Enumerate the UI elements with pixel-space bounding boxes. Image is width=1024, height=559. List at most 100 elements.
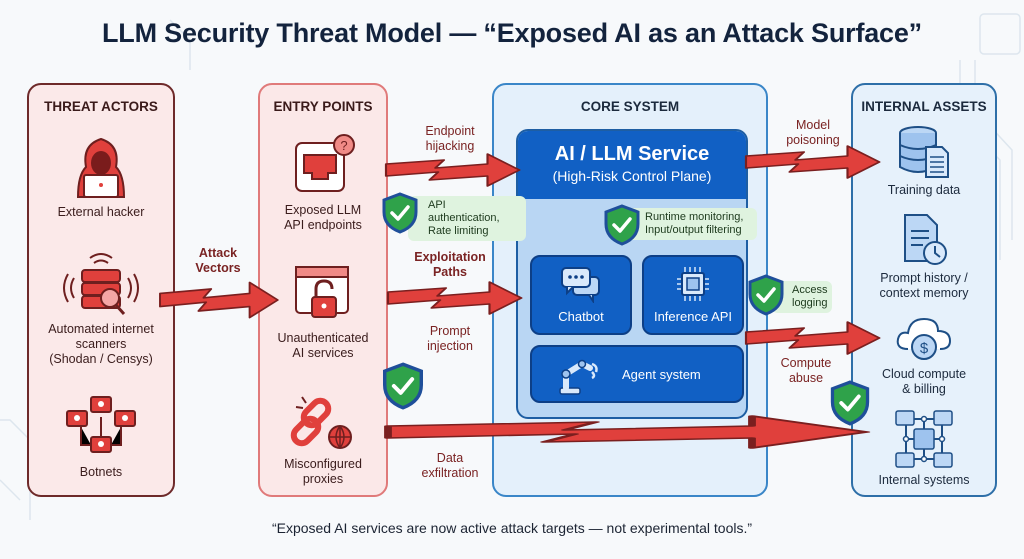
- botnet-icon: [66, 396, 136, 453]
- label-line: injection: [427, 339, 473, 353]
- entry-point-label: Unauthenticated AI services: [260, 331, 386, 361]
- threat-actor-label: External hacker: [57, 205, 145, 219]
- asset-internal-systems: Internal systems: [853, 409, 995, 488]
- component-inference-api[interactable]: Inference API: [642, 255, 744, 335]
- label-line: Exposed LLM: [284, 203, 362, 217]
- label-compute-abuse: Compute abuse: [766, 356, 846, 386]
- label-line: proxies: [302, 472, 344, 486]
- internal-assets-heading: INTERNAL ASSETS: [861, 99, 987, 114]
- component-label: Inference API: [653, 309, 733, 324]
- label-line: poisoning: [786, 133, 840, 147]
- label-line: Prompt history /: [880, 271, 968, 285]
- label-line: & billing: [902, 382, 946, 396]
- label-line: Model: [795, 118, 831, 132]
- hooded-hacker-icon: [76, 137, 126, 198]
- label-line: Unauthenticated: [277, 331, 369, 345]
- label-model-poisoning: Model poisoning: [770, 118, 856, 148]
- label-line: Vectors: [195, 261, 241, 275]
- footer-quote: “Exposed AI services are now active atta…: [271, 520, 753, 536]
- label-line: Exploitation: [414, 250, 486, 264]
- ethernet-port-question-icon: ?: [295, 134, 355, 192]
- asset-prompt-history: Prompt history / context memory: [853, 213, 995, 301]
- network-servers-icon: [895, 410, 953, 468]
- label-line: Compute: [780, 356, 832, 370]
- internal-assets-panel: INTERNAL ASSETS Training data Prompt his…: [851, 83, 997, 497]
- control-api-authentication: API authentication, Rate limiting: [408, 196, 526, 241]
- label-endpoint-hijacking: Endpoint hijacking: [405, 124, 495, 154]
- label-line: scanners: [75, 337, 127, 351]
- label-line: (Shodan / Censys): [49, 352, 153, 366]
- service-title: AI / LLM Service: [554, 143, 710, 165]
- component-chatbot[interactable]: Chatbot: [530, 255, 632, 335]
- entry-point-label: Exposed LLM API endpoints: [260, 203, 386, 233]
- chat-bubbles-icon: [561, 267, 600, 303]
- service-subtitle: (High-Risk Control Plane): [552, 168, 712, 184]
- shield-check-icon: [604, 204, 640, 246]
- threat-actors-panel: THREAT ACTORS External hacker Automated …: [27, 83, 175, 497]
- asset-label: Prompt history / context memory: [853, 271, 995, 301]
- asset-label: Internal systems: [878, 473, 970, 487]
- entry-point-unauthenticated: Unauthenticated AI services: [260, 261, 386, 361]
- server-scanner-icon: [63, 253, 139, 315]
- label-line: Runtime monitoring,: [645, 211, 744, 223]
- entry-point-misconfigured-proxies: Misconfigured proxies: [260, 391, 386, 487]
- label-line: Cloud compute: [881, 367, 967, 381]
- cloud-dollar-icon: $: [896, 317, 952, 360]
- entry-points-heading: ENTRY POINTS: [273, 99, 373, 114]
- label-line: abuse: [788, 371, 824, 385]
- label-line: Endpoint: [425, 124, 475, 138]
- label-line: Rate limiting: [428, 225, 489, 237]
- label-line: API endpoints: [284, 218, 362, 232]
- entry-point-exposed-api: ? Exposed LLM API endpoints: [260, 133, 386, 233]
- control-runtime-monitoring: Runtime monitoring, Input/output filteri…: [625, 208, 757, 240]
- label-line: context memory: [879, 286, 969, 300]
- asset-label: Training data: [887, 183, 961, 197]
- label-line: Prompt: [429, 324, 471, 338]
- shield-check-icon: [383, 362, 423, 410]
- label-data-exfiltration: Data exfiltration: [400, 451, 500, 481]
- component-label: Chatbot: [558, 309, 604, 324]
- threat-actor-botnets: Botnets: [29, 395, 173, 480]
- label-prompt-injection: Prompt injection: [405, 324, 495, 354]
- label-line: Paths: [432, 265, 468, 279]
- database-document-icon: [899, 126, 949, 178]
- threat-actor-label: Botnets: [79, 465, 123, 479]
- label-attack-vectors: Attack Vectors: [178, 246, 258, 276]
- svg-text:?: ?: [340, 138, 347, 153]
- shield-check-icon: [748, 274, 784, 316]
- ai-llm-service-header: AI / LLM Service (High-Risk Control Plan…: [518, 131, 746, 199]
- threat-actor-label: Automated internet scanners (Shodan / Ce…: [29, 322, 173, 367]
- label-line: Input/output filtering: [645, 224, 742, 236]
- label-line: hijacking: [425, 139, 475, 153]
- label-line: Data: [436, 451, 464, 465]
- unlocked-window-icon: [295, 266, 349, 318]
- threat-actor-external-hacker: External hacker: [29, 135, 173, 220]
- core-system-heading: CORE SYSTEM: [580, 99, 680, 114]
- svg-text:$: $: [920, 340, 929, 357]
- shield-check-icon: [382, 192, 418, 234]
- label-line: API authentication,: [428, 199, 500, 224]
- page-title: LLM Security Threat Model — “Exposed AI …: [101, 18, 922, 48]
- entry-point-label: Misconfigured proxies: [260, 457, 386, 487]
- label-exploitation-paths: Exploitation Paths: [405, 250, 495, 280]
- label-line: Access: [792, 284, 828, 296]
- label-line: AI services: [292, 346, 354, 360]
- shield-check-icon: [830, 380, 870, 426]
- asset-cloud-compute: $ Cloud compute & billing: [853, 313, 995, 397]
- robot-arm-icon: [559, 359, 598, 395]
- broken-chain-globe-icon: [290, 396, 352, 449]
- threat-actor-scanners: Automated internet scanners (Shodan / Ce…: [29, 250, 173, 367]
- ai-llm-service: AI / LLM Service (High-Risk Control Plan…: [516, 129, 748, 419]
- threat-actors-heading: THREAT ACTORS: [44, 99, 158, 114]
- label-line: logging: [792, 297, 828, 309]
- core-system-panel: CORE SYSTEM AI / LLM Service (High-Risk …: [492, 83, 768, 497]
- entry-points-panel: ENTRY POINTS ? Exposed LLM API endpoints…: [258, 83, 388, 497]
- component-agent-system[interactable]: Agent system: [530, 345, 744, 403]
- component-label: Agent system: [622, 367, 701, 382]
- chip-icon: [677, 267, 709, 301]
- label-line: Misconfigured: [284, 457, 362, 471]
- label-line: Attack: [198, 246, 238, 260]
- asset-training-data: Training data: [853, 125, 995, 198]
- asset-label: Cloud compute & billing: [853, 367, 995, 397]
- document-clock-icon: [904, 214, 947, 265]
